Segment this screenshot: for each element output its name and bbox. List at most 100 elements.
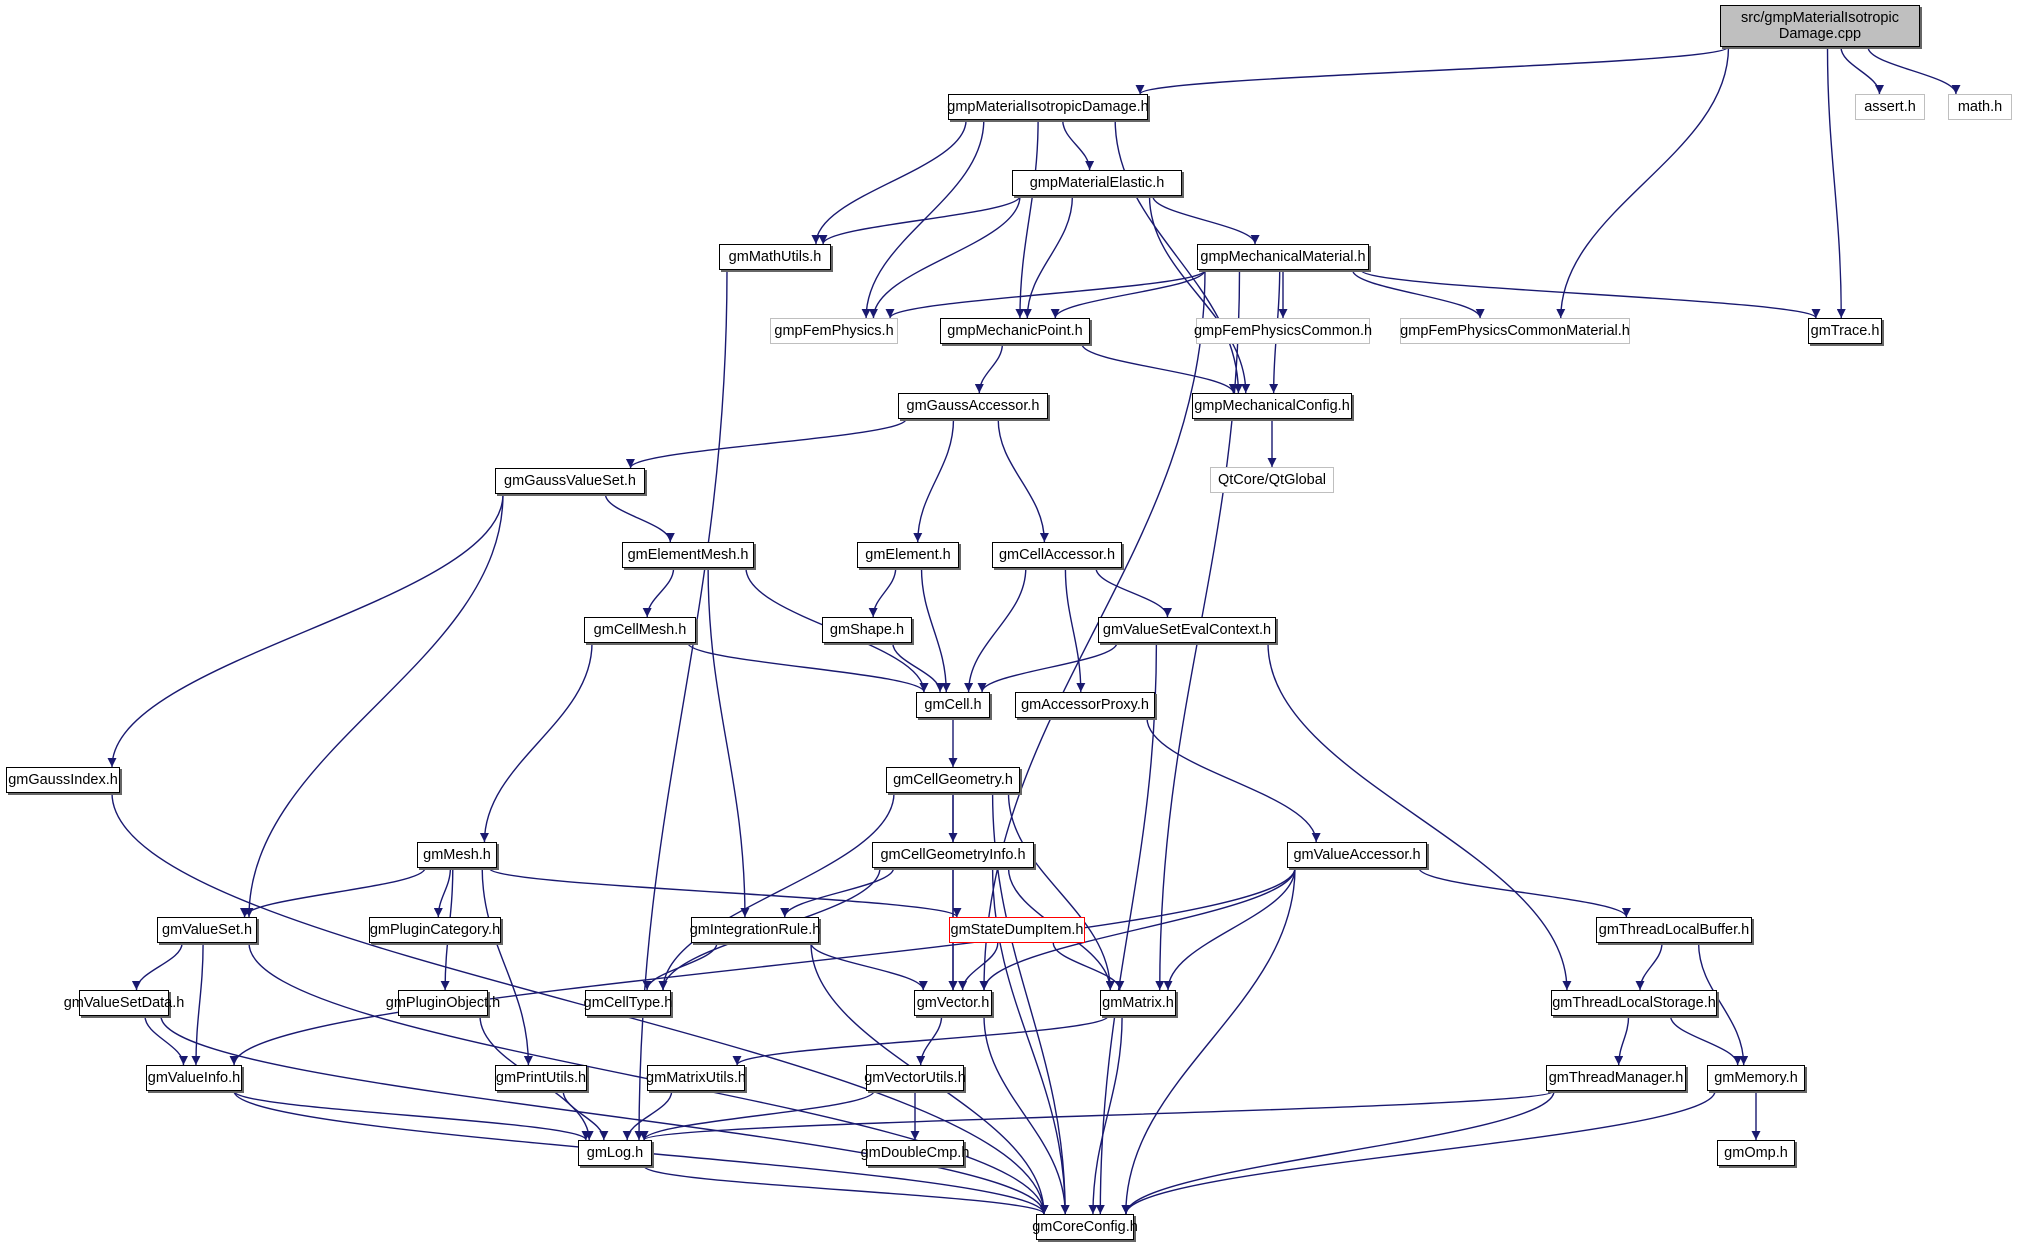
node-cell[interactable]: gmCell.h xyxy=(916,692,990,718)
node-gaussacc[interactable]: gmGaussAccessor.h xyxy=(898,393,1048,419)
edge-root-to-trace xyxy=(1826,46,1846,319)
edge-isodmg-to-mechconfig xyxy=(1114,119,1243,394)
node-mesh[interactable]: gmMesh.h xyxy=(417,842,497,868)
node-omp[interactable]: gmOmp.h xyxy=(1717,1140,1795,1166)
node-isodmg[interactable]: gmpMaterialIsotropicDamage.h xyxy=(947,94,1149,120)
node-vector[interactable]: gmVector.h xyxy=(914,990,992,1016)
edge-gaussacc-to-gaussvs xyxy=(626,418,907,469)
node-vsevalctx[interactable]: gmValueSetEvalContext.h xyxy=(1098,617,1276,643)
edge-elastic-to-mechpoint xyxy=(1022,195,1074,319)
node-label: gmGaussAccessor.h xyxy=(906,398,1040,414)
node-math[interactable]: math.h xyxy=(1948,94,2012,120)
node-root[interactable]: src/gmpMaterialIsotropic Damage.cpp xyxy=(1720,5,1920,47)
node-coreconfig[interactable]: gmCoreConfig.h xyxy=(1032,1214,1138,1240)
node-celltype[interactable]: gmCellType.h xyxy=(584,990,672,1016)
edge-statedump-to-vector xyxy=(958,942,999,991)
node-label: gmValueSetData.h xyxy=(63,995,185,1011)
node-label: assert.h xyxy=(1864,99,1916,115)
node-tlbuffer[interactable]: gmThreadLocalBuffer.h xyxy=(1596,917,1752,943)
node-label: gmTrace.h xyxy=(1810,323,1880,339)
node-assert[interactable]: assert.h xyxy=(1855,94,1925,120)
node-label: math.h xyxy=(1957,99,2003,115)
node-label: gmVectorUtils.h xyxy=(864,1070,966,1086)
node-valueset[interactable]: gmValueSet.h xyxy=(157,917,257,943)
node-gaussidx[interactable]: gmGaussIndex.h xyxy=(6,767,120,793)
node-gaussvs[interactable]: gmGaussValueSet.h xyxy=(495,468,645,494)
edge-valacc-to-vector xyxy=(979,867,1296,991)
node-memory[interactable]: gmMemory.h xyxy=(1707,1065,1805,1091)
node-label: gmValueSetEvalContext.h xyxy=(1102,622,1272,638)
node-mathutils[interactable]: gmMathUtils.h xyxy=(719,244,831,270)
edge-cellacc-to-vsevalctx xyxy=(1095,567,1172,618)
edge-mesh-to-statedump xyxy=(488,867,962,918)
node-label: gmValueInfo.h xyxy=(147,1070,241,1086)
node-label: src/gmpMaterialIsotropic Damage.cpp xyxy=(1741,10,1899,42)
node-cellgeominfo[interactable]: gmCellGeometryInfo.h xyxy=(872,842,1034,868)
edge-matrix-to-matrixutils xyxy=(732,1015,1109,1066)
node-label: gmLog.h xyxy=(586,1145,644,1161)
node-femcommon[interactable]: gmpFemPhysicsCommon.h xyxy=(1193,318,1373,344)
node-cellacc[interactable]: gmCellAccessor.h xyxy=(992,542,1122,568)
node-pluginobj[interactable]: gmPluginObject.h xyxy=(386,990,500,1016)
node-cellmesh[interactable]: gmCellMesh.h xyxy=(584,617,696,643)
node-elastic[interactable]: gmpMaterialElastic.h xyxy=(1012,170,1182,196)
node-mechmat[interactable]: gmpMechanicalMaterial.h xyxy=(1197,244,1369,270)
edge-gaussvs-to-gaussidx xyxy=(107,493,504,768)
edge-mechpoint-to-mechconfig xyxy=(1081,343,1238,394)
node-trace[interactable]: gmTrace.h xyxy=(1808,318,1882,344)
node-femphys[interactable]: gmpFemPhysics.h xyxy=(770,318,898,344)
node-matrixutils[interactable]: gmMatrixUtils.h xyxy=(646,1065,746,1091)
edge-mechmat-to-femcommonmat xyxy=(1351,269,1485,319)
node-tlstorage[interactable]: gmThreadLocalStorage.h xyxy=(1551,990,1717,1016)
node-qtglobal[interactable]: QtCore/QtGlobal xyxy=(1210,467,1334,493)
edge-accproxy-to-valacc xyxy=(1146,717,1321,843)
node-doublecmp[interactable]: gmDoubleCmp.h xyxy=(861,1140,969,1166)
node-valacc[interactable]: gmValueAccessor.h xyxy=(1287,842,1427,868)
edge-vsdata-to-valinfo xyxy=(144,1015,188,1066)
node-log[interactable]: gmLog.h xyxy=(578,1140,652,1166)
node-accproxy[interactable]: gmAccessorProxy.h xyxy=(1015,692,1155,718)
node-label: gmIntegrationRule.h xyxy=(689,922,821,938)
node-printutils[interactable]: gmPrintUtils.h xyxy=(495,1065,587,1091)
edge-valinfo-to-log xyxy=(233,1090,591,1141)
edge-cellgeom-to-matrix xyxy=(1007,792,1115,991)
node-femcommonmat[interactable]: gmpFemPhysicsCommonMaterial.h xyxy=(1400,318,1630,344)
node-label: gmOmp.h xyxy=(1724,1145,1788,1161)
node-intrule[interactable]: gmIntegrationRule.h xyxy=(689,917,821,943)
edge-shape-to-cell xyxy=(892,642,945,693)
node-statedump[interactable]: gmStateDumpItem.h xyxy=(949,917,1085,943)
node-cellgeom[interactable]: gmCellGeometry.h xyxy=(886,767,1020,793)
node-label: gmpMaterialIsotropicDamage.h xyxy=(947,99,1149,115)
node-valinfo[interactable]: gmValueInfo.h xyxy=(146,1065,242,1091)
node-label: gmpMechanicalMaterial.h xyxy=(1200,249,1366,265)
node-elemmesh[interactable]: gmElementMesh.h xyxy=(622,542,754,568)
edge-cellmesh-to-mesh xyxy=(479,642,593,843)
node-label: gmThreadLocalStorage.h xyxy=(1552,995,1716,1011)
node-matrix[interactable]: gmMatrix.h xyxy=(1100,990,1176,1016)
edge-mechmat-to-femphys xyxy=(885,269,1206,319)
node-shape[interactable]: gmShape.h xyxy=(822,617,912,643)
node-plugincat[interactable]: gmPluginCategory.h xyxy=(369,917,501,943)
edge-root-to-math xyxy=(1867,46,1961,95)
edge-vsevalctx-to-cell xyxy=(977,642,1118,693)
node-label: gmThreadLocalBuffer.h xyxy=(1598,922,1750,938)
edge-cellmesh-to-cell xyxy=(687,642,929,693)
node-mechconfig[interactable]: gmpMechanicalConfig.h xyxy=(1192,393,1352,419)
node-element[interactable]: gmElement.h xyxy=(857,542,959,568)
node-label: gmElementMesh.h xyxy=(627,547,749,563)
node-mechpoint[interactable]: gmpMechanicPoint.h xyxy=(940,318,1090,344)
edge-gaussvs-to-elemmesh xyxy=(604,493,675,543)
edge-valacc-to-tlbuffer xyxy=(1418,867,1631,918)
node-label: gmValueAccessor.h xyxy=(1293,847,1421,863)
node-vectorutils[interactable]: gmVectorUtils.h xyxy=(864,1065,966,1091)
edge-tlstorage-to-memory xyxy=(1669,1015,1743,1066)
edge-gaussacc-to-element xyxy=(913,418,955,543)
edge-valueset-to-valinfo xyxy=(191,942,204,1066)
node-label: gmpFemPhysicsCommon.h xyxy=(1193,323,1373,339)
node-label: gmMesh.h xyxy=(423,847,491,863)
node-label: gmpMaterialElastic.h xyxy=(1029,175,1165,191)
edge-mechmat-to-vector xyxy=(979,269,1206,991)
node-vsdata[interactable]: gmValueSetData.h xyxy=(64,990,184,1016)
node-threadmgr[interactable]: gmThreadManager.h xyxy=(1546,1065,1686,1091)
